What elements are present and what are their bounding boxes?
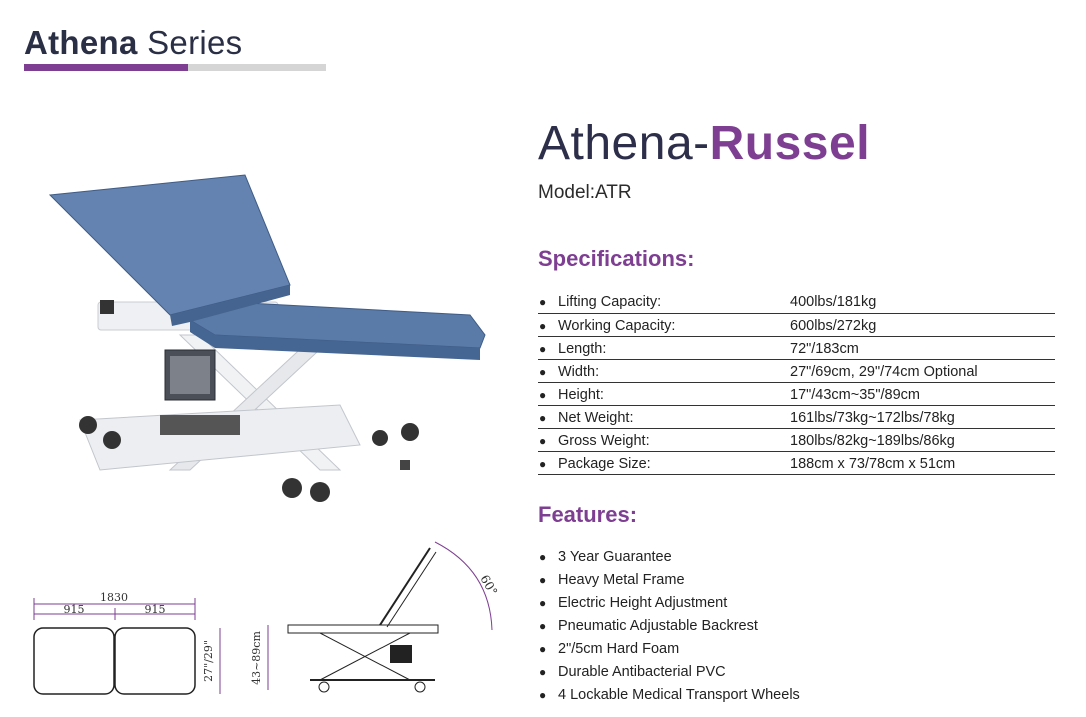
dim-angle: 60° <box>477 573 500 598</box>
product-title: Athena-Russel <box>538 116 870 171</box>
spec-row: ● Length: 72"/183cm <box>538 336 1055 359</box>
spec-value: 180lbs/82kg~189lbs/86kg <box>790 432 955 449</box>
spec-label: Lifting Capacity: <box>558 294 662 311</box>
bullet-icon: ● <box>539 595 547 610</box>
spec-label: Gross Weight: <box>558 432 650 449</box>
spec-label: Working Capacity: <box>558 317 676 334</box>
top-view-diagram: 1830 915 915 27"/29" <box>33 591 221 695</box>
series-word: Series <box>147 24 243 61</box>
bullet-icon: ● <box>539 687 547 702</box>
spec-row: ● Height: 17"/43cm~35"/89cm <box>538 382 1055 405</box>
feature-label: 2"/5cm Hard Foam <box>558 640 680 657</box>
spec-row: ● Package Size: 188cm x 73/78cm x 51cm <box>538 451 1055 474</box>
bullet-icon: ● <box>539 549 547 564</box>
spec-value: 72"/183cm <box>790 340 859 357</box>
bullet-icon: ● <box>539 572 547 587</box>
spec-row: ● Net Weight: 161lbs/73kg~172lbs/78kg <box>538 405 1055 428</box>
bullet-icon: ● <box>539 433 547 448</box>
spec-row: ● Lifting Capacity: 400lbs/181kg <box>538 290 1055 313</box>
bullet-icon: ● <box>539 618 547 633</box>
feature-label: 3 Year Guarantee <box>558 548 672 565</box>
spec-row: ● Gross Weight: 180lbs/82kg~189lbs/86kg <box>538 428 1055 451</box>
spec-value: 161lbs/73kg~172lbs/78kg <box>790 409 955 426</box>
product-title-name: Russel <box>709 117 871 170</box>
feature-item: ● Pneumatic Adjustable Backrest <box>538 614 800 637</box>
series-brand: Athena <box>24 24 138 61</box>
specifications-heading: Specifications: <box>538 246 695 271</box>
bullet-icon: ● <box>539 364 547 379</box>
product-photo <box>48 174 486 502</box>
bullet-icon: ● <box>539 318 547 333</box>
feature-item: ● Heavy Metal Frame <box>538 568 800 591</box>
bullet-icon: ● <box>539 387 547 402</box>
spec-label: Net Weight: <box>558 409 634 426</box>
dim-half-left: 915 <box>64 603 85 616</box>
spec-value: 600lbs/272kg <box>790 317 877 334</box>
feature-label: Pneumatic Adjustable Backrest <box>558 617 758 634</box>
spec-row: ● Working Capacity: 600lbs/272kg <box>538 313 1055 336</box>
bullet-icon: ● <box>539 295 547 310</box>
product-title-prefix: Athena- <box>538 117 710 170</box>
dim-half-right: 915 <box>145 603 166 616</box>
bullet-icon: ● <box>539 410 547 425</box>
feature-item: ● 3 Year Guarantee <box>538 545 800 568</box>
spec-label: Height: <box>558 386 604 403</box>
dim-total-length: 1830 <box>100 591 128 604</box>
feature-label: 4 Lockable Medical Transport Wheels <box>558 686 800 703</box>
side-view-diagram: 43~89cm 60° <box>250 541 500 693</box>
spec-value: 27"/69cm, 29"/74cm Optional <box>790 363 978 380</box>
spec-label: Package Size: <box>558 455 651 472</box>
spec-label: Length: <box>558 340 607 357</box>
specifications-table: ● Lifting Capacity: 400lbs/181kg ● Working C… <box>538 290 1055 475</box>
feature-item: ● Electric Height Adjustment <box>538 591 800 614</box>
features-heading: Features: <box>538 502 638 527</box>
feature-item: ● 2"/5cm Hard Foam <box>538 637 800 660</box>
bullet-icon: ● <box>539 664 547 679</box>
spec-row: ● Width: 27"/69cm, 29"/74cm Optional <box>538 359 1055 382</box>
spec-value: 17"/43cm~35"/89cm <box>790 386 920 403</box>
series-underline <box>24 64 326 71</box>
feature-label: Heavy Metal Frame <box>558 571 685 588</box>
feature-item: ● Durable Antibacterial PVC <box>538 660 800 683</box>
feature-label: Electric Height Adjustment <box>558 594 728 611</box>
bullet-icon: ● <box>539 341 547 356</box>
feature-item: ● 4 Lockable Medical Transport Wheels <box>538 683 800 706</box>
dim-width: 27"/29" <box>202 640 215 682</box>
spec-label: Width: <box>558 363 600 380</box>
bullet-icon: ● <box>539 641 547 656</box>
feature-label: Durable Antibacterial PVC <box>558 663 726 680</box>
model-number: Model:ATR <box>538 182 632 203</box>
features-list: ● 3 Year Guarantee ● Heavy Metal Frame ● Elec… <box>538 545 800 706</box>
spec-value: 188cm x 73/78cm x 51cm <box>790 455 956 472</box>
bullet-icon: ● <box>539 456 547 471</box>
series-title: Athena Series <box>24 24 242 62</box>
spec-value: 400lbs/181kg <box>790 294 877 311</box>
dim-height-range: 43~89cm <box>250 631 263 685</box>
